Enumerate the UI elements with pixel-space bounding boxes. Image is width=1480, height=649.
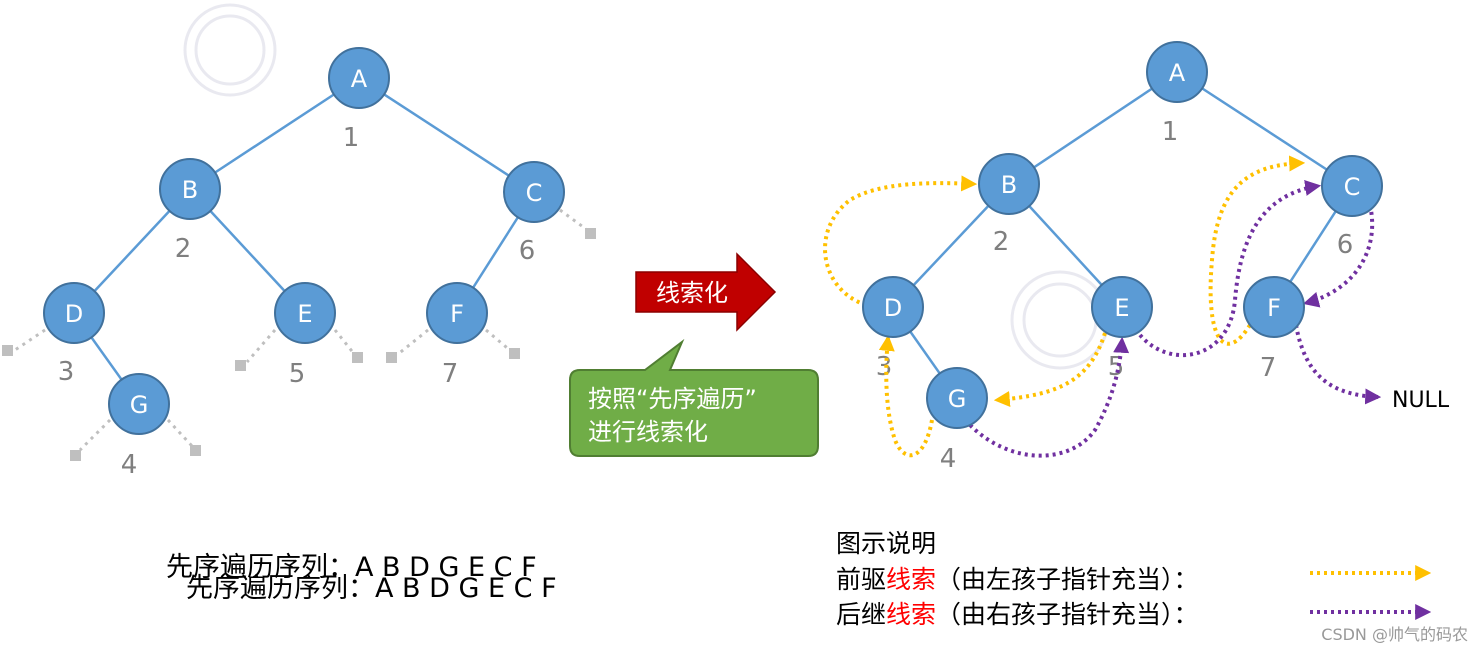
pred-thread-e-to-g [993, 332, 1107, 407]
callout-box: 按照“先序遍历” 进行线索化 [569, 338, 819, 457]
order-number: 6 [519, 236, 536, 266]
node-label: D [884, 294, 902, 322]
node-label: E [297, 300, 312, 328]
sequence-value: A B D G E C F [375, 573, 557, 604]
right-tree: 1 2 6 3 5 7 4 A B C D E F [823, 41, 1450, 474]
legend-pred-highlight: 线索 [886, 565, 936, 594]
right-tree-nodes: A B C D E F G [862, 41, 1383, 429]
order-number: 1 [343, 123, 360, 153]
legend-predecessor-text: 前驱线索（由左孩子指针充当）： [836, 565, 1199, 594]
order-number: 4 [121, 450, 138, 480]
node-label: B [1001, 171, 1017, 199]
preorder-sequence: 先序遍历序列：A B D G E C F 先序遍历序列：A B D G E C … [166, 552, 557, 604]
legend-title: 图示说明 [836, 529, 936, 558]
null-label: NULL [1392, 388, 1450, 413]
left-tree-edges [72, 76, 536, 405]
order-number: 5 [1108, 352, 1125, 382]
order-number: 3 [58, 357, 75, 387]
succ-thread-g-to-e [968, 336, 1130, 458]
sequence-text-back: 先序遍历序列：A B D G E C F [166, 552, 537, 583]
node-label: G [948, 385, 967, 413]
node-label: A [1169, 59, 1186, 87]
callout-line-2: 进行线索化 [588, 418, 708, 446]
order-number: 6 [1337, 230, 1354, 260]
tree-node-d: D [43, 282, 105, 344]
successor-threads [968, 180, 1382, 458]
order-number: 7 [442, 359, 459, 389]
legend-succ-highlight: 线索 [886, 600, 936, 629]
pred-thread-f-to-c [1208, 155, 1306, 346]
node-label: C [526, 179, 543, 207]
predecessor-threads [823, 155, 1306, 458]
succ-thread-e-to-c [1138, 180, 1322, 358]
legend-succ-prefix: 后继 [836, 600, 886, 629]
left-order-numbers: 1 2 6 3 5 7 4 [58, 123, 536, 480]
tree-node-b: B [978, 153, 1040, 215]
node-label: C [1344, 173, 1361, 201]
succ-thread-f-to-null [1294, 324, 1382, 405]
node-label: B [182, 176, 198, 204]
legend-pred-prefix: 前驱 [836, 565, 886, 594]
edge-a-b [1008, 70, 1178, 186]
left-tree: A B C D E F G 1 2 6 3 5 7 4 [2, 47, 596, 480]
order-number: 1 [1162, 117, 1179, 147]
tree-node-g: G [926, 367, 988, 429]
tree-node-b: B [159, 158, 221, 220]
tree-node-g: G [108, 373, 170, 435]
edge-a-b [189, 76, 360, 191]
right-tree-edges [891, 70, 1354, 399]
threading-arrow-label: 线索化 [656, 279, 728, 307]
legend-succ-suffix: （由右孩子指针充当）： [936, 600, 1199, 629]
tree-node-a: A [1146, 41, 1208, 103]
node-label: F [450, 300, 464, 328]
node-label: F [1267, 294, 1281, 322]
edge-a-c [358, 76, 535, 194]
order-number: 5 [289, 359, 306, 389]
tree-node-e: E [1091, 276, 1153, 338]
left-tree-nodes: A B C D E F G [43, 47, 565, 435]
tree-node-c: C [1321, 155, 1383, 217]
csdn-watermark: CSDN @帅气的码农 [1321, 625, 1468, 644]
node-label: E [1114, 294, 1129, 322]
order-number: 2 [993, 227, 1010, 257]
threading-arrow: 线索化 [635, 252, 777, 332]
legend: 图示说明 前驱线索（由左孩子指针充当）： 后继线索（由右孩子指针充当）： [836, 529, 1432, 629]
edge-a-c [1176, 70, 1353, 188]
tree-node-c: C [503, 161, 565, 223]
tree-node-e: E [274, 282, 336, 344]
node-label: D [65, 300, 83, 328]
order-number: 4 [940, 444, 957, 474]
node-label: A [351, 65, 368, 93]
succ-thread-c-to-f [1302, 204, 1375, 308]
sequence-prefix: 先序遍历序列： [166, 552, 355, 583]
tree-node-f: F [1243, 276, 1305, 338]
order-number: 3 [876, 352, 893, 382]
legend-successor-text: 后继线索（由右孩子指针充当）： [836, 600, 1199, 629]
order-number: 2 [175, 234, 192, 264]
pred-thread-g-to-d [878, 334, 934, 458]
node-label: G [130, 391, 149, 419]
tree-node-d: D [862, 276, 924, 338]
sequence-text-front: 先序遍历序列：A B D G E C F [186, 573, 557, 604]
left-null-pointers [2, 208, 596, 461]
tree-node-f: F [426, 282, 488, 344]
order-number: 7 [1260, 353, 1277, 383]
sequence-prefix: 先序遍历序列： [186, 573, 375, 604]
callout-line-1: 按照“先序遍历” [588, 385, 757, 413]
sequence-value: A B D G E C F [355, 552, 537, 583]
tree-node-a: A [328, 47, 390, 109]
legend-pred-suffix: （由左孩子指针充当）： [936, 565, 1199, 594]
